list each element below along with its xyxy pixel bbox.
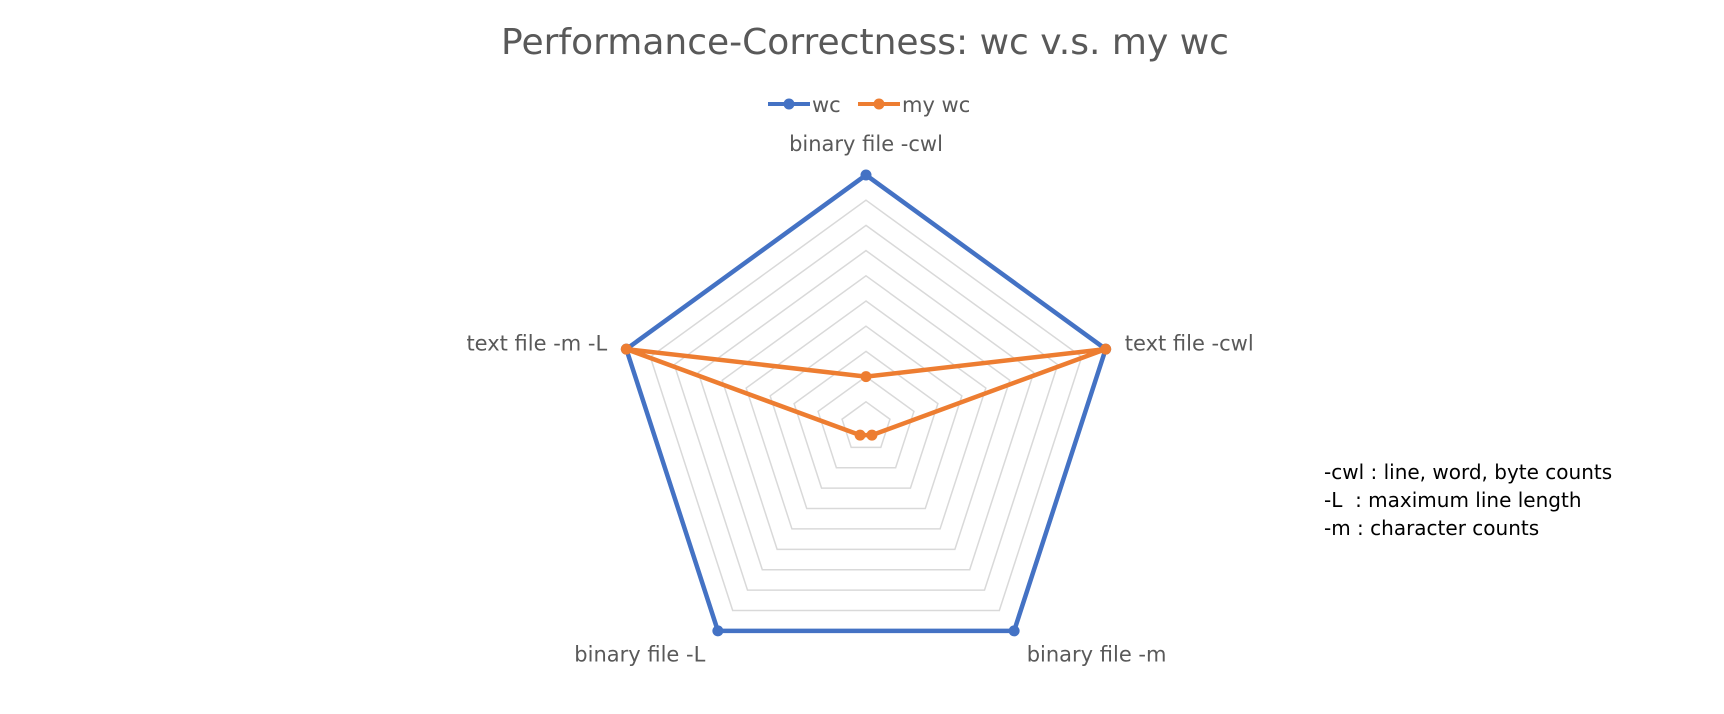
data-point xyxy=(712,625,724,637)
axis-label: binary file -cwl xyxy=(789,132,943,156)
axis-label: binary file -L xyxy=(574,642,705,666)
gridline-ring xyxy=(817,375,915,469)
gridline-ring xyxy=(697,249,1035,571)
gridline-ring xyxy=(841,400,891,449)
series-line-my-wc xyxy=(624,346,1108,438)
data-point xyxy=(620,343,632,355)
series-line-wc xyxy=(624,172,1108,634)
data-point xyxy=(1100,343,1112,355)
axis-labels: binary file -cwl text file -cwl binary fil… xyxy=(466,132,1253,666)
axis-label: text file -m -L xyxy=(466,332,607,356)
axis-label: text file -cwl xyxy=(1125,332,1254,356)
series-layer xyxy=(620,169,1112,637)
legend-marker xyxy=(873,98,885,110)
radar-grid xyxy=(625,174,1107,632)
gridline-ring xyxy=(649,199,1083,612)
legend-marker xyxy=(783,98,795,110)
note-L: -L : maximum line length xyxy=(1324,488,1582,512)
data-point xyxy=(854,429,866,441)
legend: wc my wc xyxy=(768,93,970,117)
option-notes: -cwl : line, word, byte counts -L : maxim… xyxy=(1324,458,1612,542)
note-cwl: -cwl : line, word, byte counts xyxy=(1324,460,1613,484)
gridline-ring xyxy=(793,350,939,489)
axis-label: binary file -m xyxy=(1027,642,1167,666)
gridline-ring xyxy=(673,224,1059,591)
data-point xyxy=(860,371,872,383)
data-point xyxy=(1008,625,1020,637)
gridline-ring xyxy=(625,174,1107,632)
data-point xyxy=(866,429,878,441)
legend-label: wc xyxy=(812,93,841,117)
note-m: -m : character counts xyxy=(1324,516,1540,540)
data-point xyxy=(860,169,872,181)
chart-title: Performance-Correctness: wc v.s. my wc xyxy=(501,22,1229,63)
gridline-ring xyxy=(769,325,963,510)
gridline-ring xyxy=(745,300,987,530)
legend-label: my wc xyxy=(902,93,970,117)
